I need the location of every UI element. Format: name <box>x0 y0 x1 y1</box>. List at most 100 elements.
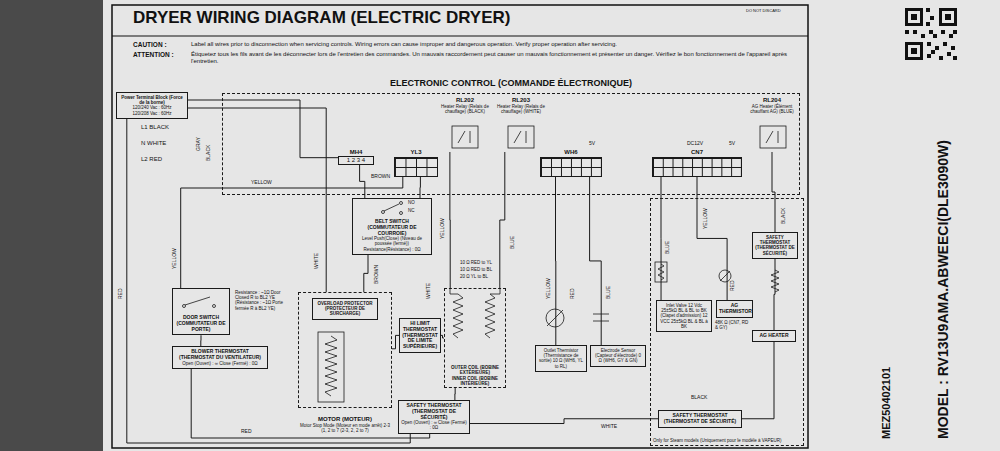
model-number: MODEL : RV13U9AMA.ABWEECI(DLE3090W) <box>935 139 951 440</box>
terminal-label: L1 BLACK <box>140 124 170 131</box>
wire <box>774 259 775 330</box>
qr-code <box>951 46 955 50</box>
wire-color: WHITE <box>426 282 432 300</box>
notice: DO NOT DISCARD <box>745 9 782 14</box>
wire-color: BLACK <box>690 395 708 401</box>
motor-symbol <box>318 332 344 402</box>
component-name: DOOR SWITCH (COMMUTATEUR DE PORTE) <box>175 315 227 332</box>
component-note: Motor Stop Mode (Moteur en mode arrêt) 2… <box>299 423 391 433</box>
wire <box>697 177 727 300</box>
qr-code <box>945 14 951 20</box>
component-name: OUTER COIL (BOBINE EXTÉRIEURE) <box>446 365 504 375</box>
wire-color: YELLOW <box>172 247 178 270</box>
component-note: Heater Relay (Relais de chauffage) (WHIT… <box>495 104 547 114</box>
relay: RL204AG Heater (Élément chauffant AG) (B… <box>748 96 796 152</box>
component-name: RL203 <box>495 97 547 104</box>
wire-color: YELLOW <box>250 180 273 186</box>
switch-symbol <box>400 202 403 205</box>
wire <box>200 335 201 346</box>
qr-code <box>953 56 957 60</box>
inlet-valve: Inlet Valve 12 Vdc 25±5kΩ BL & BL to BK … <box>656 300 712 332</box>
qr-code <box>935 46 939 50</box>
wire <box>191 369 429 438</box>
relay-symbol <box>470 131 471 143</box>
relay-symbol <box>452 126 786 148</box>
terminal-label: L2 RED <box>140 156 163 163</box>
thermostat: SAFETY THERMOSTAT (THERMOSTAT DE SÉCURIT… <box>752 232 798 259</box>
caution-text: Étiquetez tous les fils avant de les déc… <box>190 51 802 65</box>
wire <box>188 108 326 292</box>
relay-symbol <box>760 126 786 148</box>
component-note: Open (Ouvert) : ∞ Close (Fermé) : 0Ω <box>401 420 467 430</box>
connector: WH6 <box>540 149 602 177</box>
component-name: YL3 <box>394 149 438 156</box>
contact-name: NC <box>407 208 416 213</box>
qr-code <box>941 30 945 34</box>
qr-code <box>905 8 957 60</box>
electrode-sensor: Electrode Sensor (Capteur d'électrode) 0… <box>590 345 646 367</box>
sensor-symbol <box>720 271 730 281</box>
qr-code <box>927 42 931 46</box>
wire <box>449 152 450 288</box>
component-note: Heater Relay (Relais de chauffage) (BLAC… <box>439 104 491 114</box>
qr-code <box>926 8 930 12</box>
heater-coil <box>450 289 500 338</box>
component-name: RL204 <box>749 97 795 104</box>
component-name: BELT SWITCH (COMMUTATEUR DE COURROIE) <box>355 219 429 236</box>
component-note: Open (Ouvert) : ∞ Close (Fermé) : 0Ω <box>175 361 265 366</box>
qr-code <box>911 48 917 54</box>
component-name: Only for Steam models (Uniquement pour l… <box>653 438 801 443</box>
wire-color: BLACK <box>781 207 787 225</box>
wire-color: RED <box>118 287 124 300</box>
wire <box>742 342 774 419</box>
wire-color: BLACK <box>206 144 212 162</box>
wire-color: RED <box>240 429 253 435</box>
switch-symbol <box>384 204 399 211</box>
qr-code <box>942 11 954 23</box>
terminal-block: Power Terminal Block (Force de la borne)… <box>116 92 188 119</box>
sensor-symbol <box>547 310 563 326</box>
belt-switch: BELT SWITCH (COMMUTATEUR DE COURROIE)Lev… <box>352 198 432 255</box>
wire <box>360 165 365 198</box>
caution-tag: ATTENTION : <box>132 51 175 58</box>
wire <box>470 419 658 424</box>
qr-code <box>921 34 925 38</box>
thermostat: SAFETY THERMOSTAT (THERMOSTAT DE SÉCURIT… <box>398 400 470 434</box>
component-note: AG Heater (Élément chauffant AG) (BLUE) <box>749 104 795 114</box>
wire <box>392 335 399 348</box>
relay-symbol <box>778 131 779 143</box>
component-note: 120/240 Vac : 60Hz <box>119 105 185 110</box>
wire-color: RED <box>570 287 576 300</box>
component-name: Electrode Sensor (Capteur d'électrode) 0… <box>593 348 643 364</box>
switch-symbol <box>400 212 403 215</box>
overload-protector: OVERLOAD PROTECTOR (PROTECTEUR DE SURCHA… <box>312 298 378 320</box>
component-name: CN7 <box>652 149 742 156</box>
heater: OUTER COIL (BOBINE EXTÉRIEURE)INNER COIL… <box>444 288 506 388</box>
thermistor: Outlet Thermistor (Thermistance de sorti… <box>535 345 587 372</box>
component-name: SAFETY THERMOSTAT (THERMOSTAT DE SÉCURIT… <box>661 413 739 425</box>
resistance-note: 48K Ω (CN7, RD & GY) <box>714 320 752 330</box>
wire <box>661 177 662 300</box>
caution-tag: CAUTION : <box>132 41 168 48</box>
component-name: WH6 <box>540 149 602 156</box>
component-name: AG HEATER <box>755 333 793 339</box>
qr-code <box>939 8 957 26</box>
component-note: 120/208 Vac : 60Hz <box>119 111 185 116</box>
frame <box>112 5 808 448</box>
wire-color: BLUE <box>665 240 671 255</box>
thermostat: HI LIMIT THERMOSTAT (THERMOSTAT DE LIMIT… <box>399 318 441 353</box>
qr-code <box>927 54 931 58</box>
qr-code <box>949 34 953 38</box>
relay: RL203Heater Relay (Relais de chauffage) … <box>494 96 548 152</box>
switch-symbol <box>185 297 210 305</box>
qr-code <box>905 30 909 34</box>
relay-symbol <box>514 131 521 143</box>
component-name: BLOWER THERMOSTAT (THERMOSTAT DU VENTILA… <box>175 349 265 361</box>
relay-symbol <box>766 131 773 143</box>
component-name: ELECTRONIC CONTROL (COMMANDE ÉLECTRONIQU… <box>222 78 800 88</box>
resistance-value: 20 Ω YL to BL <box>459 274 489 279</box>
resistance-value: 10 Ω RED to BL <box>459 267 493 272</box>
wire <box>772 152 775 232</box>
